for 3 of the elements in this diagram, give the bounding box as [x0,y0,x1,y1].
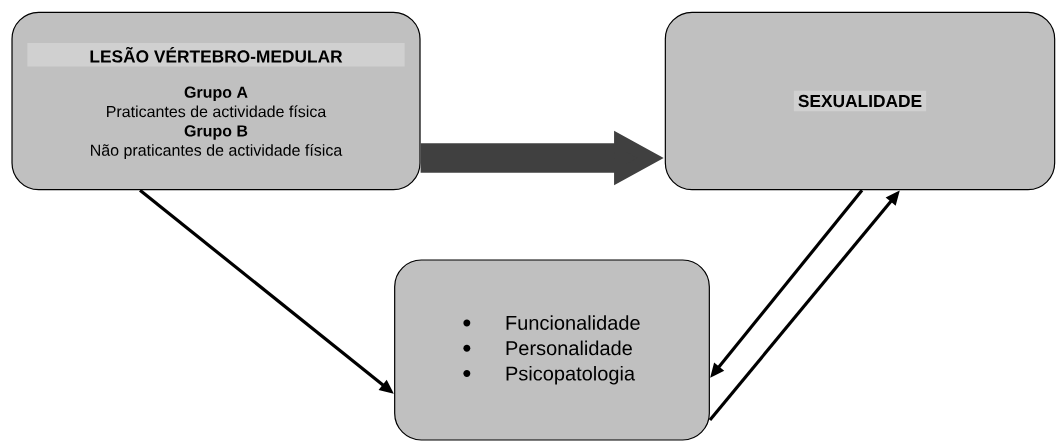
sexuality-box: SEXUALIDADE [664,11,1056,191]
lesion-box: LESÃO VÉRTEBRO-MEDULAR Grupo A Praticantes de actividade física Grupo B Não praticantes de actividade física [11,11,421,191]
factor-box: Funcionalidade Personalidade Psicopatologia [394,259,710,441]
